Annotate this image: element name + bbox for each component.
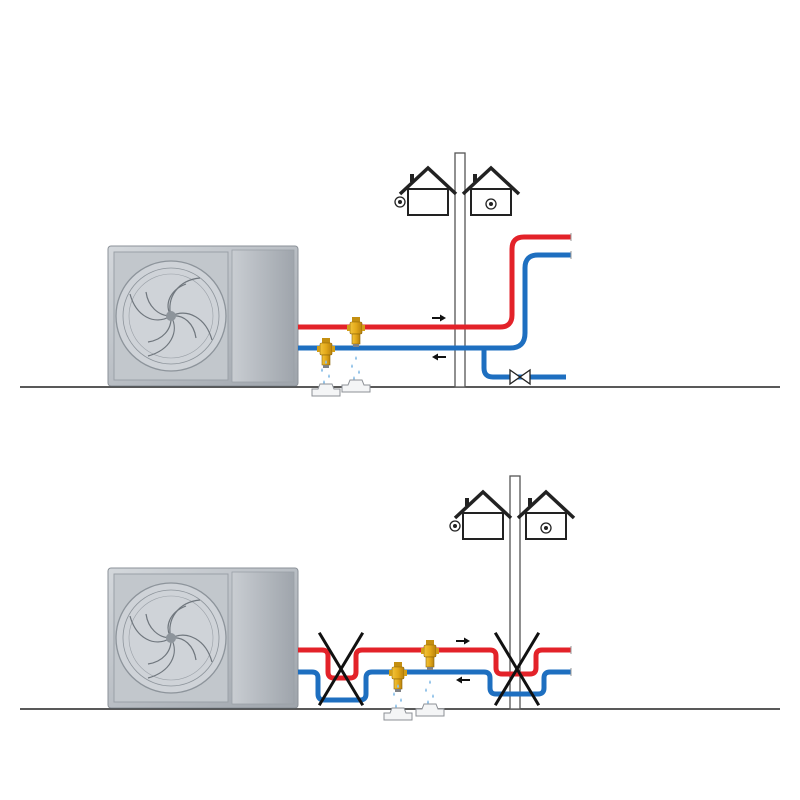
building-wall — [454, 152, 466, 388]
heat-pump-outdoor-unit-icon — [107, 567, 299, 709]
shutoff-valve-icon — [509, 368, 531, 386]
antifreeze-drain-valve-icon — [346, 316, 366, 348]
flow-direction-arrow-icon — [455, 636, 471, 646]
cross-out-icon — [317, 631, 365, 707]
flow-direction-arrow-icon — [431, 313, 447, 323]
house-with-indoor-thermostat-icon — [461, 166, 521, 217]
return-branch-pipe — [481, 348, 566, 380]
flow-direction-arrow-icon — [431, 352, 447, 362]
supply-pipe — [298, 234, 571, 330]
building-wall — [509, 475, 521, 710]
antifreeze-drain-valve-icon — [420, 639, 440, 671]
return-pipe — [298, 669, 571, 703]
house-with-indoor-thermostat-icon — [516, 490, 576, 541]
heat-pump-outdoor-unit-icon — [107, 245, 299, 387]
return-pipe — [298, 252, 571, 351]
drain-tray-icon — [415, 679, 445, 717]
drain-tray-icon — [341, 355, 371, 393]
flow-direction-arrow-icon — [455, 675, 471, 685]
house-with-outdoor-thermometer-icon — [394, 166, 458, 217]
cross-out-icon — [493, 631, 541, 707]
incorrect-installation-scene — [20, 475, 780, 721]
correct-installation-scene — [20, 152, 780, 397]
house-with-outdoor-thermometer-icon — [449, 490, 513, 541]
